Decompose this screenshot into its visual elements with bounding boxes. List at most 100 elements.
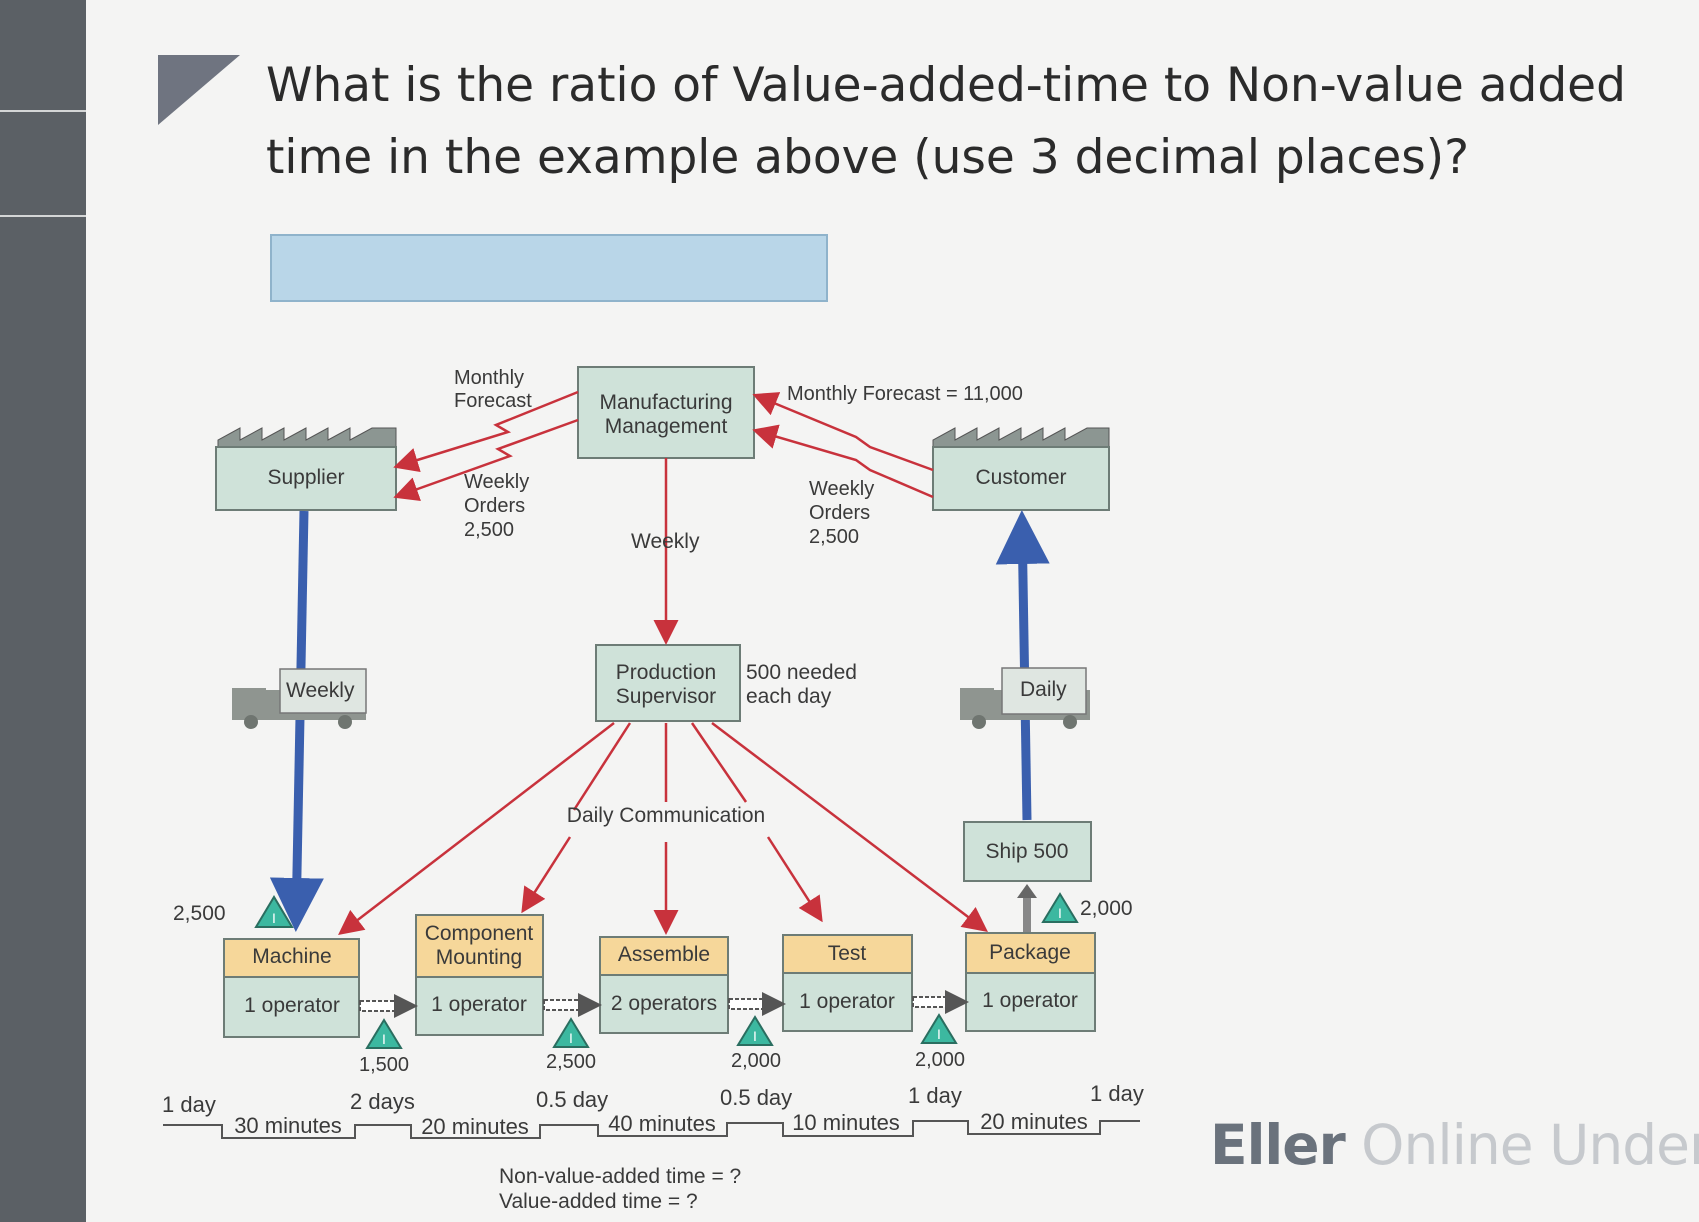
supplier-orders-label: 2,500 xyxy=(464,519,514,541)
customer-label: Customer xyxy=(975,466,1066,489)
inventory-triangle-icon: I xyxy=(920,1013,958,1044)
answer-input[interactable] xyxy=(272,236,826,300)
wip-count: 2,000 xyxy=(731,1050,781,1072)
truck-in-label: Weekly xyxy=(286,679,355,702)
question-text: What is the ratio of Value-added-time to… xyxy=(266,58,1626,185)
supplier-forecast-label: Monthly xyxy=(454,367,524,389)
daily-communication-label: Daily Communication xyxy=(567,804,765,827)
customer-factory-icon xyxy=(932,427,1110,448)
customer-orders-label: 2,500 xyxy=(809,526,859,548)
inventory-finished-label: 2,000 xyxy=(1080,897,1133,920)
wip-count: 2,000 xyxy=(915,1049,965,1071)
edge-line xyxy=(0,215,86,217)
process-operators: 1 operator xyxy=(244,994,340,1017)
process-machine: Machine 1 operator xyxy=(223,938,360,1038)
inventory-raw-label: 2,500 xyxy=(173,902,226,925)
process-operators: 1 operator xyxy=(799,990,895,1013)
comm-to-test xyxy=(766,836,823,923)
process-assemble: Assemble 2 operators xyxy=(599,936,729,1034)
process-component-mounting: Component Mounting 1 operator xyxy=(415,914,544,1036)
process-operators: 1 operator xyxy=(982,989,1078,1012)
customer-forecast-label: Monthly Forecast = 11,000 xyxy=(787,383,1023,405)
comm-to-mounting xyxy=(521,836,572,914)
supervisor-label: Supervisor xyxy=(616,685,716,708)
inventory-triangle-icon: I xyxy=(736,1015,774,1046)
timeline-wait: 1 day xyxy=(162,1092,216,1117)
supplier-box xyxy=(215,446,397,511)
process-operators: 1 operator xyxy=(431,993,527,1016)
summary-va: Value-added time = ? xyxy=(499,1190,698,1213)
comm-to-test xyxy=(690,722,748,803)
mgmt-label: Manufacturing xyxy=(599,391,732,414)
orders-to-supplier xyxy=(393,418,579,502)
demand-note: each day xyxy=(746,685,832,708)
brand-rest: Online Underg xyxy=(1361,1113,1699,1177)
process-operators: 2 operators xyxy=(611,992,717,1015)
process-name: Machine xyxy=(252,945,331,968)
supervisor-label: Production xyxy=(616,661,716,684)
timeline-wait: 1 day xyxy=(908,1083,962,1108)
brand-watermark: Eller Online Underg xyxy=(1210,1113,1699,1177)
customer-orders-label: Orders xyxy=(809,502,870,524)
supplier-label: Supplier xyxy=(267,466,344,489)
inventory-triangle-icon: I xyxy=(365,1018,403,1049)
answer-box[interactable] xyxy=(270,234,828,302)
supplier-forecast-label: Forecast xyxy=(454,390,532,412)
customer-orders-label: Weekly xyxy=(809,478,874,500)
timeline-wait: 2 days xyxy=(350,1089,415,1114)
inventory-triangle-icon: I xyxy=(552,1017,590,1048)
svg-text:I: I xyxy=(382,1031,386,1047)
timeline-wait: 0.5 day xyxy=(720,1085,792,1110)
comm-to-package xyxy=(711,722,988,933)
truck-icon: Weekly xyxy=(232,668,367,729)
comm-to-machine xyxy=(338,722,615,936)
supplier-orders-label: Weekly xyxy=(464,471,529,493)
push-arrow-icon xyxy=(728,992,786,1016)
push-arrow-icon xyxy=(912,990,969,1014)
truck-out-label: Daily xyxy=(1020,678,1067,701)
timeline-wait: 1 day xyxy=(1090,1081,1144,1106)
supplier-factory-icon xyxy=(217,427,397,448)
timeline-process-time: 10 minutes xyxy=(792,1110,900,1135)
truck-icon: Daily xyxy=(960,667,1090,729)
inventory-triangle-icon: I xyxy=(254,895,294,928)
process-name: Package xyxy=(989,941,1071,964)
wip-count: 1,500 xyxy=(359,1054,409,1076)
forecast-to-supplier xyxy=(393,390,579,473)
forecast-from-customer xyxy=(752,392,934,472)
timeline-process-time: 20 minutes xyxy=(421,1114,529,1139)
svg-text:I: I xyxy=(569,1030,573,1046)
process-name: Assemble xyxy=(618,943,710,966)
process-name: Component xyxy=(425,922,534,945)
schedule-label: Weekly xyxy=(631,530,700,553)
push-arrow-icon xyxy=(543,993,602,1017)
brand-bold: Eller xyxy=(1210,1113,1346,1177)
mgmt-label: Management xyxy=(605,415,728,438)
question-marker-icon xyxy=(158,55,240,125)
timeline-wait: 0.5 day xyxy=(536,1087,608,1112)
edge-line xyxy=(0,110,86,112)
svg-text:I: I xyxy=(1058,905,1062,921)
comm-to-mounting xyxy=(572,722,632,811)
ship-label: Ship 500 xyxy=(986,840,1069,863)
timeline-process-time: 20 minutes xyxy=(980,1109,1088,1134)
pull-arrow-icon xyxy=(1023,897,1031,933)
svg-text:I: I xyxy=(937,1026,941,1042)
orders-from-customer xyxy=(752,424,934,499)
summary-nva: Non-value-added time = ? xyxy=(499,1165,741,1188)
demand-note: 500 needed xyxy=(746,661,857,684)
supplier-orders-label: Orders xyxy=(464,495,525,517)
svg-text:I: I xyxy=(753,1028,757,1044)
process-name: Mounting xyxy=(436,946,522,969)
screen-left-edge xyxy=(0,0,86,1222)
process-package: Package 1 operator xyxy=(965,932,1096,1032)
timeline xyxy=(163,1120,1140,1139)
wip-count: 2,500 xyxy=(546,1051,596,1073)
inventory-triangle-icon: I xyxy=(1041,892,1079,923)
svg-text:I: I xyxy=(272,910,276,926)
timeline-process-time: 40 minutes xyxy=(608,1111,716,1136)
timeline-process-time: 30 minutes xyxy=(234,1113,342,1138)
customer-box xyxy=(932,446,1110,511)
supervisor-box xyxy=(595,644,741,722)
